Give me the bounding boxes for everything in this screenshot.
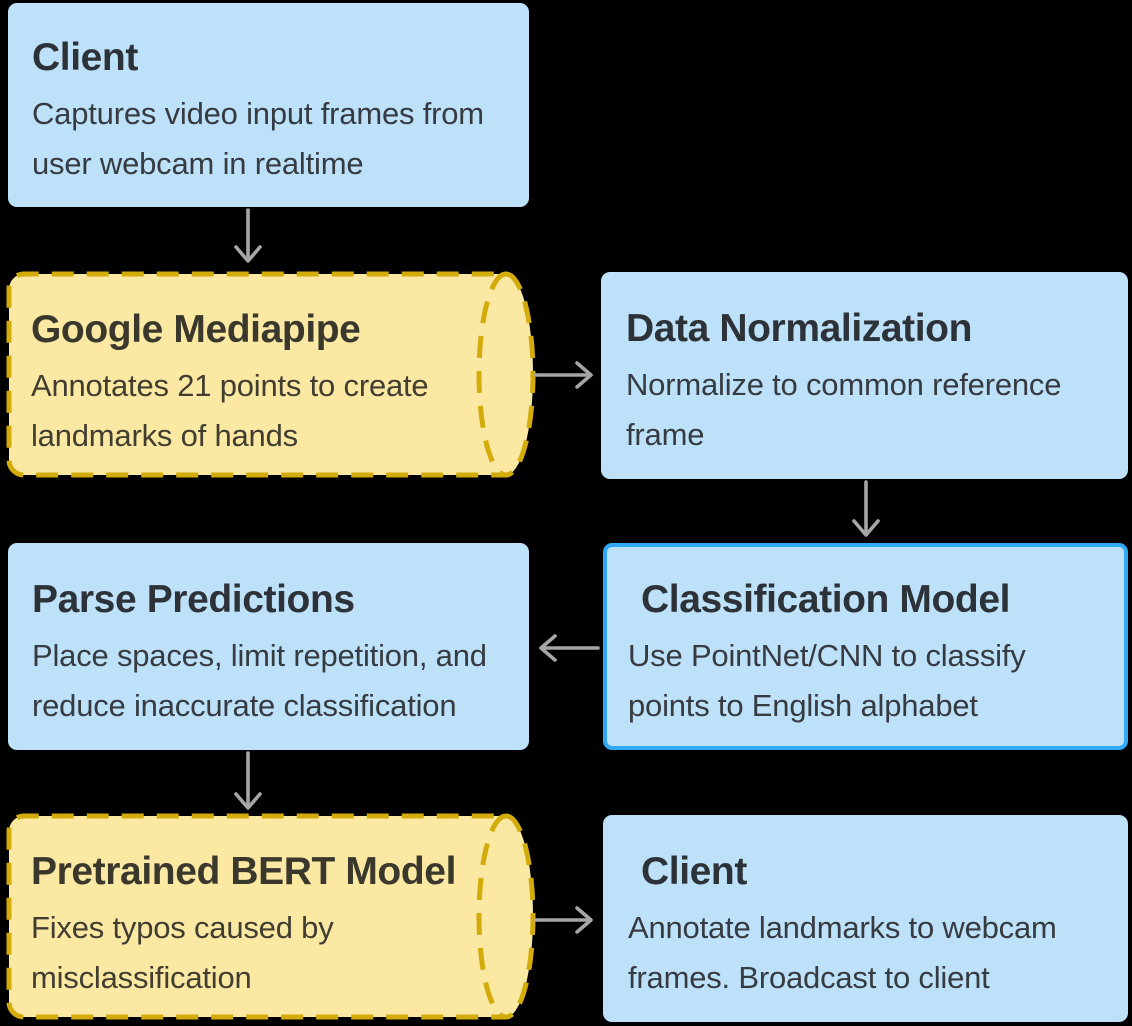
node-description: Normalize to common reference frame: [626, 367, 1062, 452]
node-client-top[interactable]: Client Captures video input frames from …: [8, 3, 529, 207]
node-description: Fixes typos caused by misclassification: [31, 910, 334, 995]
arrow-classification-to-parse-icon: [539, 634, 600, 662]
cylinder-shape-icon: [6, 813, 536, 1020]
arrow-parse-to-bert-icon: [234, 751, 262, 810]
node-description: Captures video input frames from user we…: [32, 96, 484, 181]
arrow-client-to-mediapipe-icon: [234, 208, 262, 263]
node-description: Place spaces, limit repetition, and redu…: [32, 638, 487, 723]
node-description: Use PointNet/CNN to classify points to E…: [628, 638, 1026, 723]
node-title: Client: [32, 36, 138, 79]
cylinder-shape-icon: [6, 271, 536, 478]
node-title: Google Mediapipe: [31, 308, 361, 351]
node-data-normalization[interactable]: Data Normalization Normalize to common r…: [601, 272, 1128, 479]
node-classification-model[interactable]: Classification Model Use PointNet/CNN to…: [603, 543, 1128, 750]
node-title: Pretrained BERT Model: [31, 850, 456, 893]
node-pretrained-bert-model[interactable]: Pretrained BERT Model Fixes typos caused…: [3, 811, 539, 1022]
node-description: Annotates 21 points to create landmarks …: [31, 368, 429, 453]
node-parse-predictions[interactable]: Parse Predictions Place spaces, limit re…: [8, 543, 529, 750]
node-client-bottom[interactable]: Client Annotate landmarks to webcam fram…: [603, 815, 1128, 1022]
node-title: Data Normalization: [626, 307, 973, 350]
node-title: Parse Predictions: [32, 578, 355, 621]
arrow-bert-to-client-icon: [534, 906, 593, 934]
arrow-mediapipe-to-normalization-icon: [534, 361, 593, 389]
node-title: Classification Model: [641, 578, 1011, 621]
arrow-normalization-to-classification-icon: [852, 480, 880, 537]
node-description: Annotate landmarks to webcam frames. Bro…: [628, 910, 1057, 995]
node-google-mediapipe[interactable]: Google Mediapipe Annotates 21 points to …: [3, 269, 539, 480]
node-title: Client: [641, 850, 747, 893]
